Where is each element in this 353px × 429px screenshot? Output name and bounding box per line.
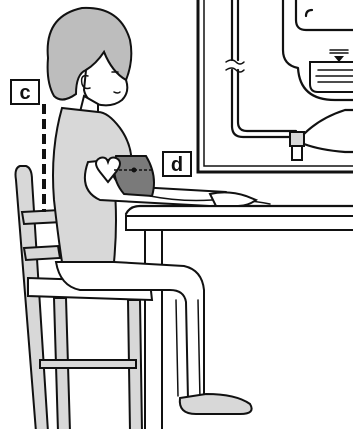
label-c: c	[11, 80, 39, 104]
label-d-text: d	[171, 154, 183, 176]
table-top	[126, 216, 353, 230]
table-edge	[126, 206, 353, 214]
table-leg	[145, 230, 162, 429]
chair-stretcher	[40, 360, 136, 368]
hand	[210, 192, 256, 206]
monitor-slot	[310, 62, 353, 92]
chair-back-rail-lower	[24, 246, 60, 260]
label-c-text: c	[19, 82, 30, 104]
slipper	[180, 394, 252, 414]
cuff-center-dot	[132, 168, 137, 173]
table	[126, 206, 353, 429]
label-d: d	[163, 152, 191, 176]
monitor-inset	[198, 0, 353, 172]
chair-back-post	[16, 166, 49, 429]
tube-plug	[292, 146, 302, 160]
tube-connector	[290, 132, 304, 146]
